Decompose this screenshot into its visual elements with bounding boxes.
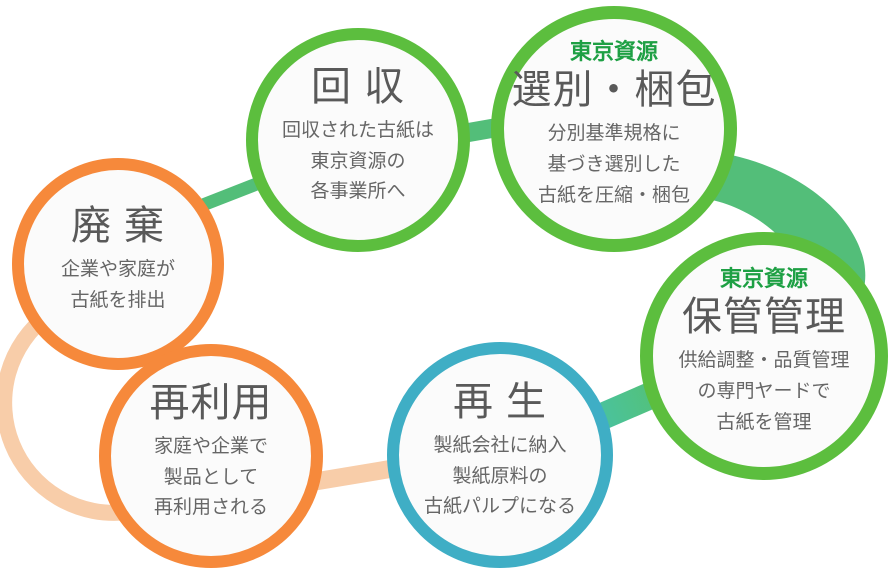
node-body: 回収された古紙は 東京資源の 各事業所へ xyxy=(281,119,434,203)
node-body: 分別基準規格に 基づき選別した 古紙を圧縮・梱包 xyxy=(537,123,690,206)
node-title: 廃 棄 xyxy=(70,204,166,249)
node-reuse: 再利用 家庭や企業で 製品として 再利用される xyxy=(99,344,323,568)
node-title: 回 収 xyxy=(310,64,406,109)
node-company-label: 東京資源 xyxy=(719,265,808,291)
node-title: 再利用 xyxy=(149,380,273,425)
node-title: 再 生 xyxy=(452,379,548,424)
node-title: 保管管理 xyxy=(682,295,846,340)
node-regeneration: 再 生 製紙会社に納入 製紙原料の 古紙パルプになる xyxy=(387,342,613,568)
node-body: 製紙会社に納入 製紙原料の 古紙パルプになる xyxy=(423,434,576,518)
node-disposal: 廃 棄 企業や家庭が 古紙を排出 xyxy=(12,158,224,370)
node-sorting-packing: 東京資源 選別・梱包 分別基準規格に 基づき選別した 古紙を圧縮・梱包 xyxy=(491,6,737,252)
node-storage-management: 東京資源 保管管理 供給調整・品質管理 の専門ヤードで 古紙を管理 xyxy=(640,232,888,480)
node-company-label: 東京資源 xyxy=(569,38,658,64)
node-title: 選別・梱包 xyxy=(511,68,717,113)
connector-reuse-disposal xyxy=(0,308,129,521)
node-collection: 回 収 回収された古紙は 東京資源の 各事業所へ xyxy=(246,28,470,252)
node-body: 企業や家庭が 古紙を排出 xyxy=(60,259,175,311)
node-body: 供給調整・品質管理 の専門ヤードで 古紙を管理 xyxy=(678,350,850,433)
connector-regeneration-reuse xyxy=(310,459,398,491)
node-body: 家庭や企業で 製品として 再利用される xyxy=(153,435,268,519)
